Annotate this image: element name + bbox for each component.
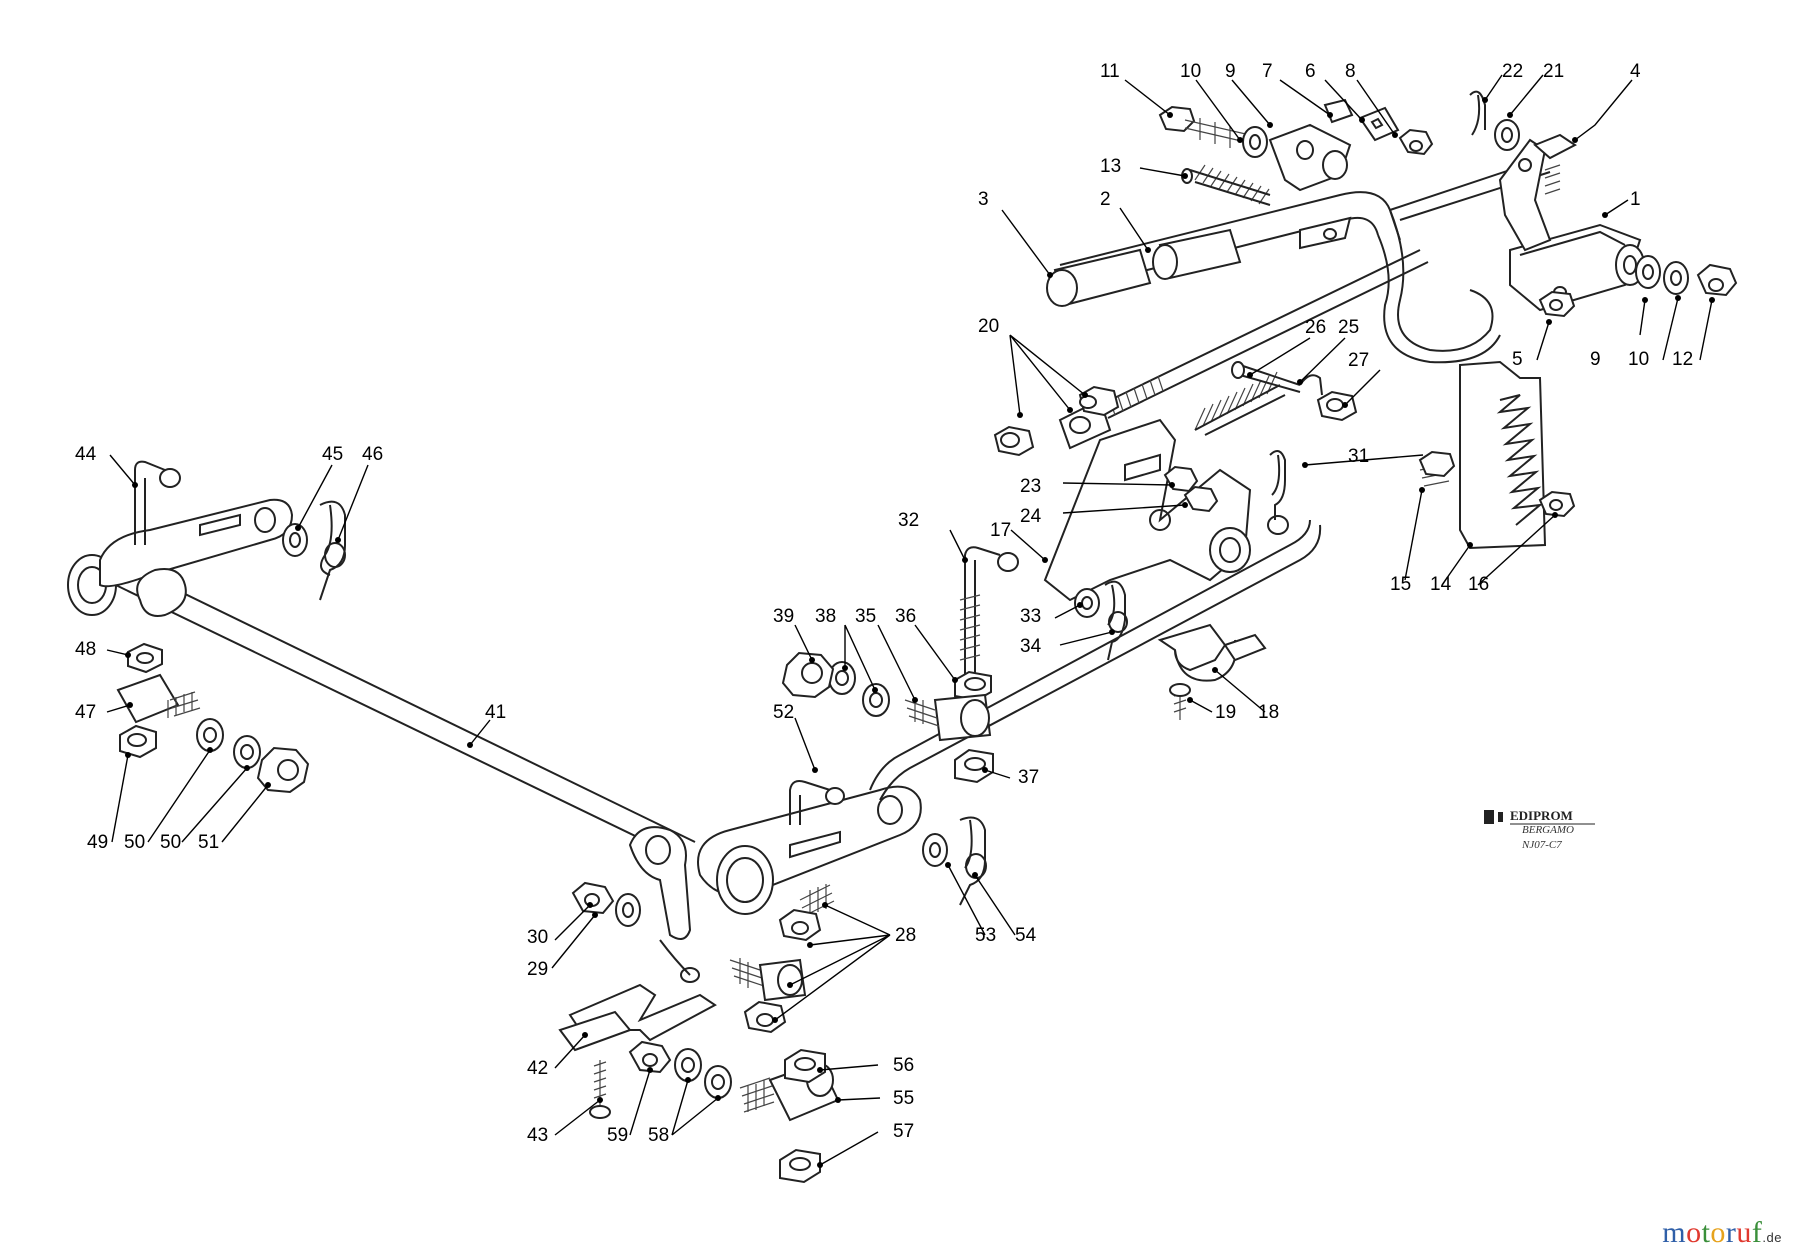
callout-37: 37 (1018, 767, 1039, 788)
callout-29: 29 (527, 959, 548, 980)
parts-illustration: EDIPROM BERGAMO NJ07-C7 (67, 90, 1738, 1184)
callout-39: 39 (773, 606, 794, 627)
watermark-letter: f (1751, 1216, 1763, 1249)
drawing-code: NJ07-C7 (1521, 839, 1562, 851)
callout-8: 8 (1345, 61, 1356, 82)
callout-33: 33 (1020, 606, 1041, 627)
callout-12: 12 (1672, 349, 1693, 370)
callout-7: 7 (1262, 61, 1273, 82)
callout-56: 56 (893, 1055, 914, 1076)
callout-48: 48 (75, 639, 96, 660)
callout-30: 30 (527, 927, 548, 948)
publisher-stamp: EDIPROM BERGAMO NJ07-C7 (1484, 808, 1595, 851)
callout-46: 46 (362, 444, 383, 465)
callout-22: 22 (1502, 61, 1523, 82)
callout-25: 25 (1338, 317, 1359, 338)
callout-19: 19 (1215, 702, 1236, 723)
callout-15: 15 (1390, 574, 1411, 595)
callout-57: 57 (893, 1121, 914, 1142)
callout-50-b: 50 (160, 832, 181, 853)
callout-38: 38 (815, 606, 836, 627)
callout-35: 35 (855, 606, 876, 627)
callout-9-top: 9 (1225, 61, 1236, 82)
callout-51: 51 (198, 832, 219, 853)
callout-47: 47 (75, 702, 96, 723)
callout-14: 14 (1430, 574, 1452, 595)
callout-58: 58 (648, 1125, 669, 1146)
callout-26: 26 (1305, 317, 1326, 338)
callout-11: 11 (1100, 61, 1120, 82)
callout-1: 1 (1630, 189, 1641, 210)
callout-55: 55 (893, 1088, 914, 1109)
callout-53: 53 (975, 925, 996, 946)
publisher-mark: EDIPROM (1510, 808, 1573, 823)
callout-27: 27 (1348, 350, 1369, 371)
callout-20: 20 (978, 316, 999, 337)
callout-17: 17 (990, 520, 1011, 541)
callout-44: 44 (75, 444, 97, 465)
watermark-letters: motoruf (1662, 1216, 1762, 1249)
callout-34: 34 (1020, 636, 1042, 657)
callout-5: 5 (1512, 349, 1523, 370)
watermark-suffix: .de (1762, 1230, 1782, 1245)
callout-32: 32 (898, 510, 919, 531)
callout-50-a: 50 (124, 832, 145, 853)
callout-3: 3 (978, 189, 989, 210)
leader-lines (106, 74, 1715, 1168)
callout-28: 28 (895, 925, 916, 946)
publisher-sub: BERGAMO (1522, 824, 1574, 836)
callout-6: 6 (1305, 61, 1316, 82)
watermark-letter: o (1710, 1216, 1726, 1249)
callout-45: 45 (322, 444, 343, 465)
callout-23: 23 (1020, 476, 1041, 497)
site-watermark: motoruf.de (1662, 1216, 1782, 1250)
callout-41: 41 (485, 702, 506, 723)
callout-16: 16 (1468, 574, 1489, 595)
callout-59: 59 (607, 1125, 628, 1146)
callout-24: 24 (1020, 506, 1042, 527)
callout-4: 4 (1630, 61, 1641, 82)
callout-10-top: 10 (1180, 61, 1201, 82)
callout-49: 49 (87, 832, 108, 853)
callout-43: 43 (527, 1125, 548, 1146)
watermark-letter: m (1662, 1216, 1687, 1249)
callout-labels: 1 2 3 4 5 6 7 8 9 9 10 10 11 12 13 14 15… (75, 61, 1693, 1146)
callout-13: 13 (1100, 156, 1121, 177)
watermark-letter: t (1701, 1216, 1711, 1249)
callout-18: 18 (1258, 702, 1279, 723)
callout-31: 31 (1348, 446, 1369, 467)
callout-36: 36 (895, 606, 916, 627)
callout-54: 54 (1015, 925, 1037, 946)
callout-21: 21 (1543, 61, 1564, 82)
callout-10-right: 10 (1628, 349, 1649, 370)
watermark-letter: r (1725, 1216, 1737, 1249)
watermark-letter: o (1686, 1216, 1702, 1249)
callout-9-right: 9 (1590, 349, 1601, 370)
callout-42: 42 (527, 1058, 548, 1079)
watermark-letter: u (1736, 1216, 1752, 1249)
callout-2: 2 (1100, 189, 1111, 210)
callout-52: 52 (773, 702, 794, 723)
